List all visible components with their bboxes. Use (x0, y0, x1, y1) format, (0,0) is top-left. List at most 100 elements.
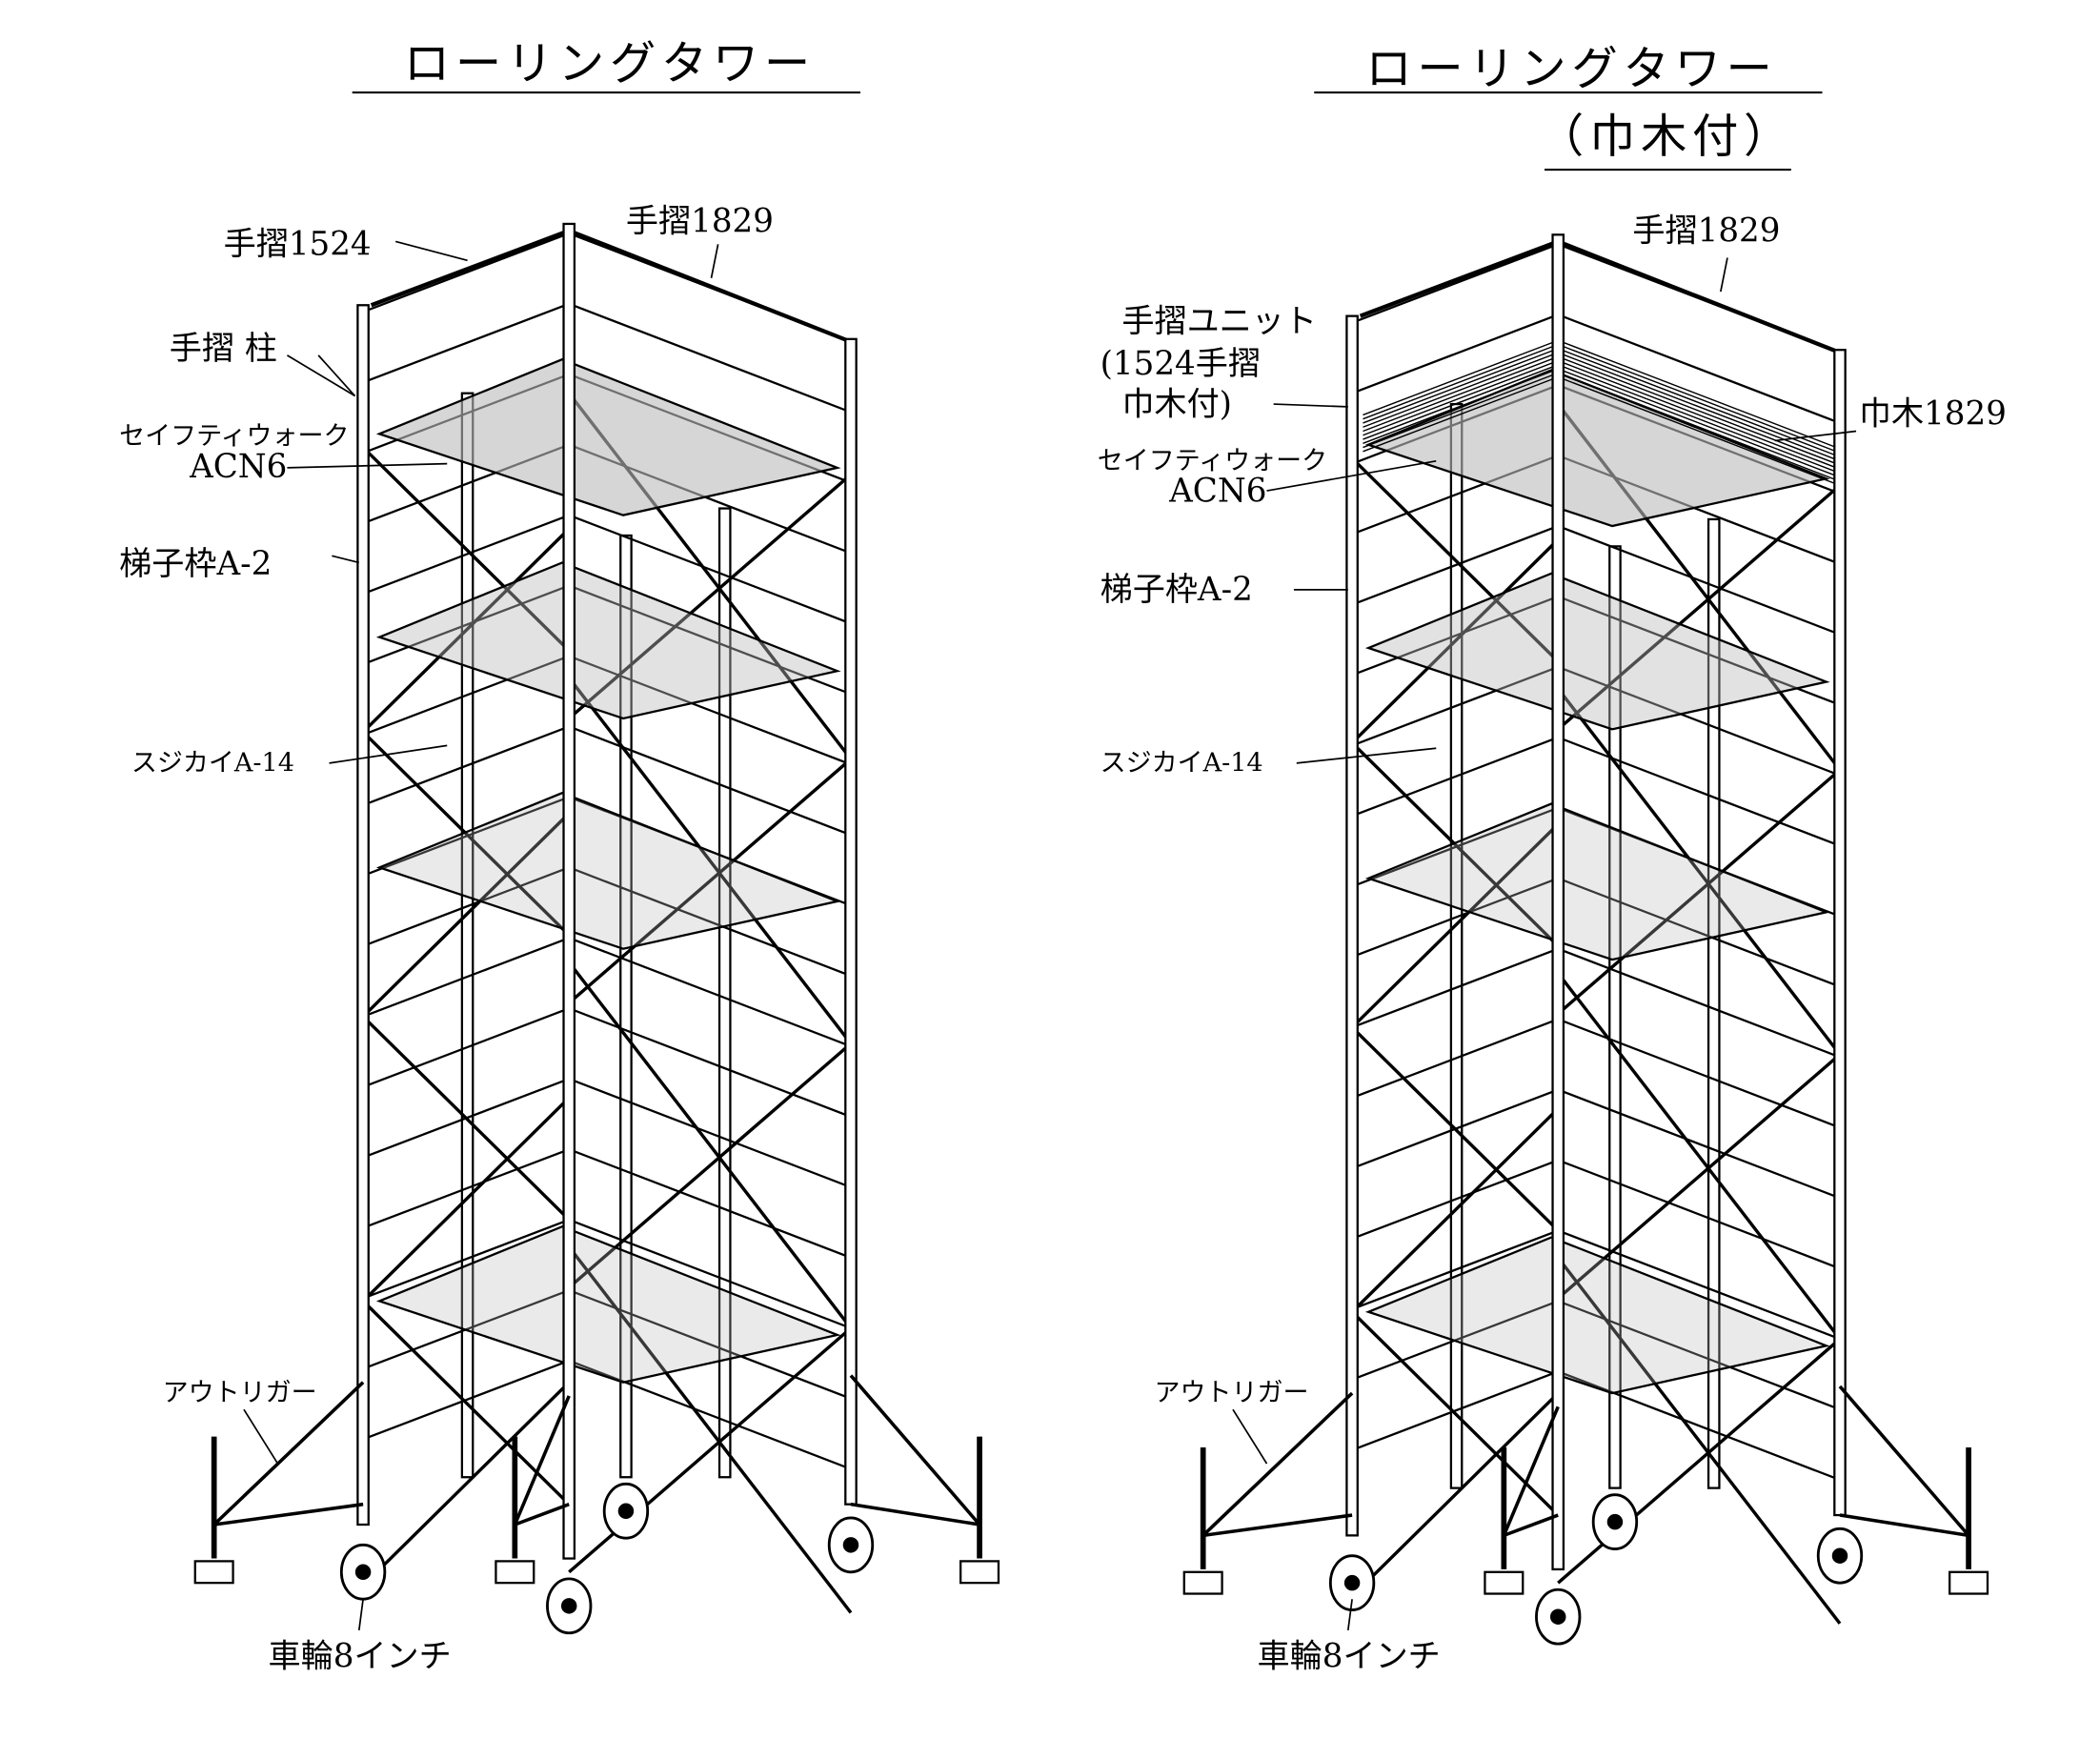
toe-board (1557, 343, 1841, 454)
right-face-rail (568, 866, 852, 978)
cross-brace (361, 527, 571, 734)
outrigger-base-plate (1484, 1570, 1525, 1595)
toe-board (1363, 343, 1559, 420)
right-face-rail (1557, 665, 1841, 777)
outrigger-arm (1201, 1391, 1354, 1537)
outrigger-arm (1502, 1405, 1560, 1537)
cross-brace (1556, 687, 1842, 1056)
cross-brace (1556, 972, 1842, 1341)
caster-hub (1831, 1547, 1848, 1564)
right-title: ローリングタワー (1365, 42, 1777, 95)
top-handrail (1557, 239, 1841, 355)
right-face-rail (1557, 313, 1841, 425)
cross-brace (1350, 741, 1560, 948)
label-safety-walk: セイフティウォーク (119, 422, 349, 452)
cross-brace (1557, 484, 1842, 731)
right-subtitle: （巾木付） (1538, 111, 1795, 164)
left-face-rail (1351, 524, 1559, 606)
toe-board (1557, 368, 1841, 478)
toe-board (1363, 339, 1559, 416)
toe-board (1363, 355, 1559, 433)
right-face-rail (1557, 1370, 1841, 1482)
cross-brace (1556, 1256, 1842, 1625)
left-face-rail (362, 302, 570, 384)
left-face-rail (362, 796, 570, 877)
label-handrail-unit-detail-1: (1524手摺 (1100, 345, 1261, 383)
back-right-post (717, 507, 732, 1479)
safety-walk-platform (1364, 802, 1830, 961)
cross-brace (361, 730, 571, 937)
left-face-rail (362, 1359, 570, 1441)
cross-brace (361, 1300, 571, 1506)
outrigger-arm (514, 1503, 570, 1527)
front-center-post (562, 222, 576, 1560)
right-face-rail (1557, 736, 1841, 847)
label-handrail-unit-detail-2: 巾木付) (1121, 385, 1232, 423)
left-face-rail (362, 232, 570, 313)
caster-hub (1606, 1513, 1624, 1530)
outrigger-arm (1503, 1513, 1559, 1538)
left-face-rail (1351, 736, 1559, 818)
cross-brace (1350, 822, 1560, 1029)
cross-brace (1557, 768, 1842, 1016)
cross-brace (1350, 1310, 1560, 1517)
left-title: ローリングタワー (404, 37, 816, 91)
label-handrail-1524: 手摺1524 (224, 226, 372, 264)
right-face-rail (568, 655, 852, 766)
caster-hub (1549, 1608, 1566, 1625)
left-face-rail (362, 866, 570, 947)
top-handrail (1359, 239, 1559, 318)
label-ladder-frame: 梯子枠A-2 (119, 545, 272, 583)
left-face-rail (362, 725, 570, 807)
caster-hub (617, 1503, 635, 1520)
cross-brace (361, 1381, 571, 1587)
left-face-rail (1351, 313, 1559, 394)
cross-brace (361, 1015, 571, 1222)
left-face-rail (1351, 1229, 1559, 1310)
safety-walk-platform (375, 357, 841, 516)
outrigger-base-plate (193, 1560, 234, 1585)
outrigger-arm (849, 1374, 981, 1527)
safety-walk-platform (1364, 572, 1830, 731)
caster-hub (560, 1598, 577, 1614)
outrigger-base-plate (495, 1560, 535, 1585)
label-safety-walk-model: ACN6 (189, 448, 287, 486)
safety-walk-platform (375, 1224, 841, 1384)
cross-brace (568, 758, 853, 1004)
cross-brace (1350, 1025, 1560, 1232)
cross-brace (567, 960, 853, 1329)
left-face-rail (1351, 1370, 1559, 1451)
back-right-post (1706, 517, 1721, 1489)
left-face-rail (1351, 243, 1559, 324)
label-handrail-post: 手摺 柱 (170, 330, 277, 368)
toe-board (1557, 359, 1841, 470)
left-face-rail (362, 584, 570, 666)
right-face-rail (568, 1078, 852, 1189)
outrigger-arm (212, 1381, 365, 1527)
front-right-post (844, 337, 858, 1506)
toe-board (1557, 355, 1841, 466)
toe-board (1363, 348, 1559, 424)
right-face-rail (1557, 1159, 1841, 1270)
outrigger-arm (850, 1502, 980, 1527)
label-outrigger-r: アウトリガー (1154, 1379, 1308, 1408)
cross-brace (568, 473, 853, 720)
outrigger-arm (513, 1395, 571, 1526)
back-left-post (460, 392, 475, 1479)
label-handrail-1829-r: 手摺1829 (1632, 212, 1780, 250)
cross-brace (1350, 1391, 1560, 1598)
label-brace-r: スジカイA-14 (1100, 748, 1263, 778)
left-face-rail (362, 937, 570, 1018)
cross-brace (361, 812, 571, 1018)
left-face-rail (362, 1219, 570, 1300)
right-face-rail (1557, 524, 1841, 636)
front-center-post (1551, 233, 1565, 1571)
right-face-rail (568, 584, 852, 696)
cross-brace (567, 1245, 853, 1614)
outrigger-arm (1839, 1513, 1969, 1538)
left-face-rail (362, 514, 570, 596)
right-face-rail (568, 1359, 852, 1470)
label-brace: スジカイA-14 (131, 748, 294, 778)
left-face-rail (1351, 595, 1559, 677)
